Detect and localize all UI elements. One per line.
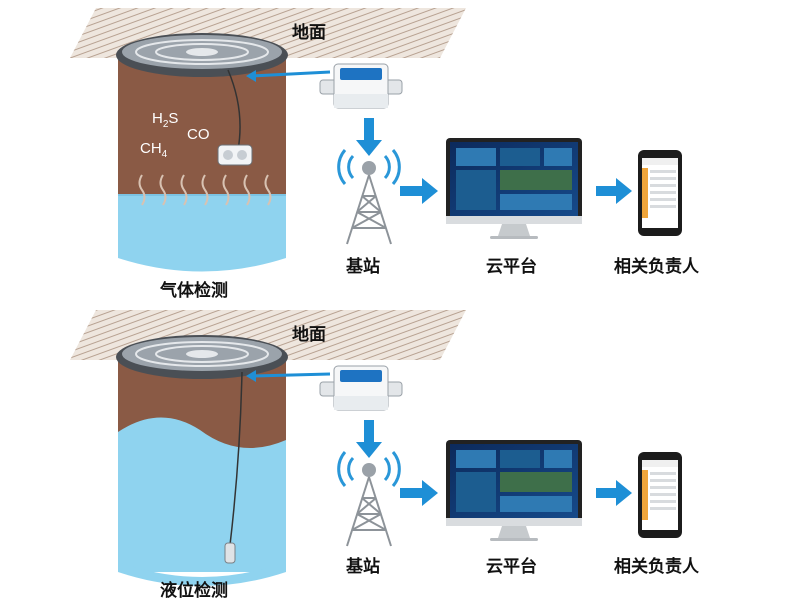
- level-probe: [224, 542, 236, 564]
- ground-label: 地面: [292, 23, 326, 43]
- phone-icon: [638, 150, 682, 236]
- probe-cable: [229, 371, 243, 546]
- level-detection-panel: 地面 液位检测 基站 云平台 相关负责人: [0, 300, 800, 601]
- monitor-icon: [446, 138, 582, 239]
- arrow-to-person: [616, 480, 632, 506]
- arrow-logger-to-tank: [251, 70, 331, 78]
- ground-label: 地面: [292, 325, 326, 345]
- arrow-logger-to-tank: [251, 372, 331, 378]
- arrow-to-person: [616, 178, 632, 204]
- tank-soil: [118, 357, 286, 448]
- station-label: 基站: [346, 557, 380, 577]
- gas-sensor: [217, 144, 253, 166]
- tank-water: [118, 195, 286, 272]
- cloud-label: 云平台: [486, 557, 537, 577]
- arrow-down: [356, 442, 382, 458]
- tank-label: 气体检测: [160, 281, 228, 301]
- vapour-lines: [138, 174, 272, 206]
- arrow-down: [356, 140, 382, 156]
- signal-tower-icon: [337, 451, 401, 547]
- sensor-cable: [227, 69, 241, 151]
- gas-ch4: CH4: [140, 140, 168, 160]
- gas-detection-panel: 地面 H2S CO CH4 气体检测 基站 云平台 相关负责人: [0, 0, 800, 301]
- arrow-to-cloud: [422, 178, 438, 204]
- person-label: 相关负责人: [614, 557, 699, 577]
- tank-label: 液位检测: [160, 581, 228, 601]
- tank-soil: [118, 55, 286, 195]
- arrow-to-cloud: [422, 480, 438, 506]
- signal-tower-icon: [337, 149, 401, 245]
- gas-h2s: H2S: [152, 110, 179, 130]
- station-label: 基站: [346, 257, 380, 277]
- level-diagram: [70, 310, 682, 586]
- gas-co: CO: [187, 126, 210, 143]
- data-logger: [319, 365, 403, 411]
- phone-icon: [638, 452, 682, 538]
- tank-water-bottom: [118, 562, 286, 586]
- cloud-label: 云平台: [486, 257, 537, 277]
- person-label: 相关负责人: [614, 257, 699, 277]
- data-logger: [319, 63, 403, 109]
- monitor-icon: [446, 440, 582, 541]
- gas-diagram: [70, 8, 682, 272]
